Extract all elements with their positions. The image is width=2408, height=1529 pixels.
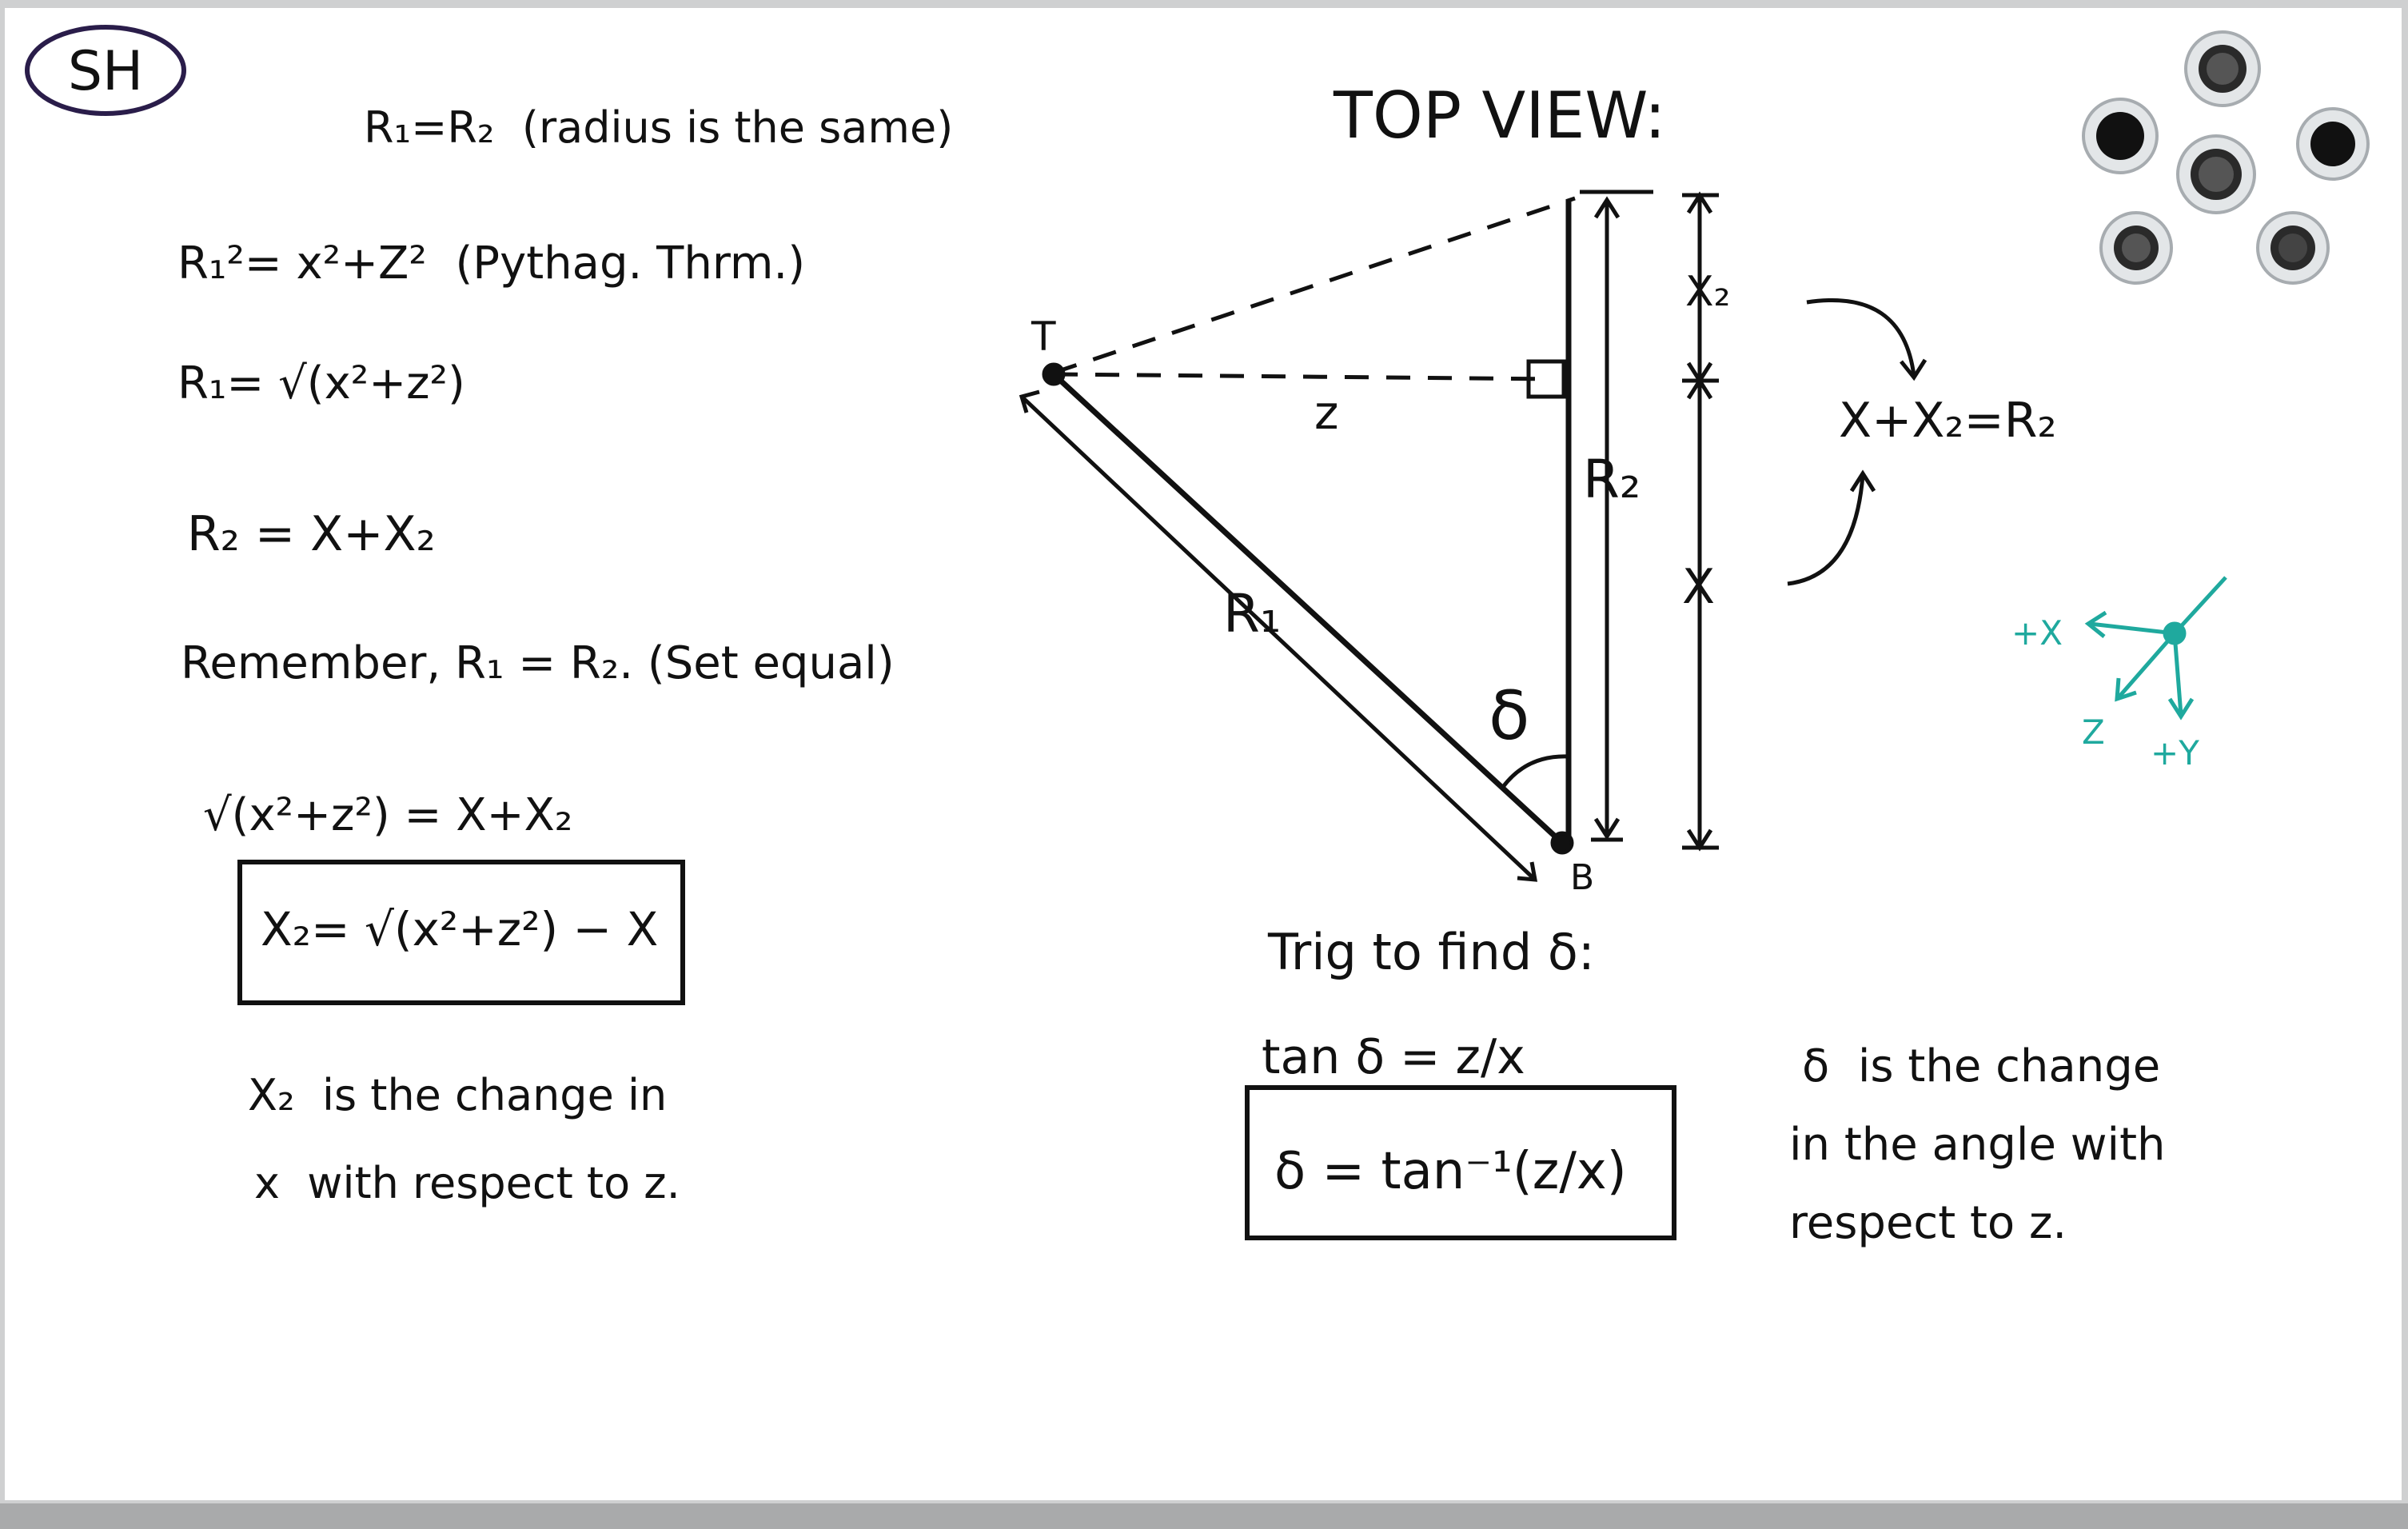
eq-r2-sum: R₂ = X+X₂ bbox=[187, 506, 436, 562]
magnet bbox=[2256, 211, 2330, 285]
trig-tan-eq: tan δ = z/x bbox=[1262, 1029, 1525, 1085]
r2-arrow-bottom bbox=[1593, 817, 1621, 840]
label-r2: R₂ bbox=[1583, 449, 1641, 510]
axis-y-label: +Y bbox=[2151, 733, 2199, 772]
right-note-line1: δ is the change bbox=[1802, 1040, 2160, 1092]
axis-origin bbox=[2163, 621, 2187, 645]
x-arrow-bottom bbox=[1686, 828, 1713, 852]
label-b: B bbox=[1570, 857, 1594, 898]
right-note: δ is the change in the angle with respec… bbox=[1789, 1040, 2166, 1249]
r1-dimension-line bbox=[1020, 395, 1537, 881]
label-z: z bbox=[1314, 385, 1338, 440]
point-t-dot bbox=[1042, 362, 1066, 386]
right-note-line2: in the angle with bbox=[1789, 1119, 2166, 1171]
curve-arrow-x-head bbox=[1849, 469, 1876, 493]
label-x: X bbox=[1682, 559, 1715, 615]
coordinate-axes: +X Z +Y bbox=[2011, 576, 2227, 772]
eq-pythagoras: R₁²= x²+Z² (Pythag. Thrm.) bbox=[177, 238, 805, 289]
x-arrow-top bbox=[1686, 377, 1713, 400]
magnets bbox=[2082, 30, 2370, 285]
label-delta: δ bbox=[1489, 677, 1529, 755]
boxed-result-frame bbox=[237, 860, 685, 1005]
r1-arrow-start bbox=[1019, 389, 1040, 413]
magnet bbox=[2296, 107, 2370, 181]
magnet bbox=[2099, 211, 2173, 285]
board-surface bbox=[5, 8, 2402, 1500]
right-note-line3: respect to z. bbox=[1789, 1197, 2067, 1249]
axis-diagonal bbox=[2173, 576, 2227, 635]
delta-angle-arc bbox=[1501, 754, 1569, 788]
label-r1: R₁ bbox=[1223, 583, 1281, 645]
right-angle-marker bbox=[1526, 359, 1566, 399]
axis-x-head bbox=[2084, 610, 2107, 638]
dashed-line-top bbox=[1053, 196, 1576, 375]
top-view-diagram: TOP VIEW: bbox=[1019, 78, 2057, 898]
eq-set-equal: √(x²+z²) = X+X₂ bbox=[203, 789, 572, 841]
trig-boxed-result: δ = tan⁻¹(z/x) bbox=[1274, 1142, 1627, 1201]
x2-arrow-top bbox=[1686, 191, 1713, 214]
board-tray bbox=[0, 1503, 2408, 1529]
label-x2: X₂ bbox=[1685, 268, 1730, 316]
left-equations: R₁=R₂ (radius is the same) R₁²= x²+Z² (P… bbox=[177, 102, 953, 1208]
trig-boxed-frame bbox=[1245, 1085, 1676, 1240]
axis-z-line bbox=[2117, 632, 2176, 699]
diagram-title: TOP VIEW: bbox=[1333, 78, 1666, 153]
axis-y-line bbox=[2172, 633, 2183, 716]
axis-z-head bbox=[2115, 677, 2137, 702]
label-t: T bbox=[1031, 313, 1056, 360]
magnet bbox=[2184, 30, 2261, 107]
eq-r1-root: R₁= √(x²+z²) bbox=[177, 357, 465, 409]
axis-z-label: Z bbox=[2082, 713, 2105, 752]
sh-logo-text: SH bbox=[68, 40, 143, 103]
curve-arrow-x bbox=[1787, 474, 1865, 586]
curve-arrow-x2 bbox=[1806, 297, 1916, 377]
point-b-dot bbox=[1550, 831, 1574, 855]
axis-x-line bbox=[2089, 621, 2175, 636]
relation-x-plus-x2: X+X₂=R₂ bbox=[1839, 393, 2057, 449]
trig-section: Trig to find δ: tan δ = z/x δ = tan⁻¹(z/… bbox=[1245, 923, 1676, 1240]
diagonal-r1 bbox=[1051, 372, 1565, 845]
note-x2-line2: x with respect to z. bbox=[254, 1158, 680, 1208]
axis-x-label: +X bbox=[2011, 613, 2063, 653]
axis-y-head bbox=[2167, 697, 2195, 721]
curve-arrow-x2-head bbox=[1900, 358, 1928, 381]
boxed-x2-result: X₂= √(x²+z²) − X bbox=[261, 902, 658, 956]
eq-remember: Remember, R₁ = R₂. (Set equal) bbox=[181, 637, 895, 689]
r2-arrow-top bbox=[1593, 196, 1621, 219]
magnet bbox=[2176, 134, 2256, 214]
trig-heading: Trig to find δ: bbox=[1267, 923, 1595, 981]
sh-logo: SH bbox=[25, 25, 186, 116]
magnet bbox=[2082, 98, 2159, 174]
note-x2-line1: X₂ is the change in bbox=[248, 1070, 667, 1120]
eq-radius-same: R₁=R₂ (radius is the same) bbox=[364, 102, 953, 153]
r1-arrow-end bbox=[1517, 861, 1538, 882]
